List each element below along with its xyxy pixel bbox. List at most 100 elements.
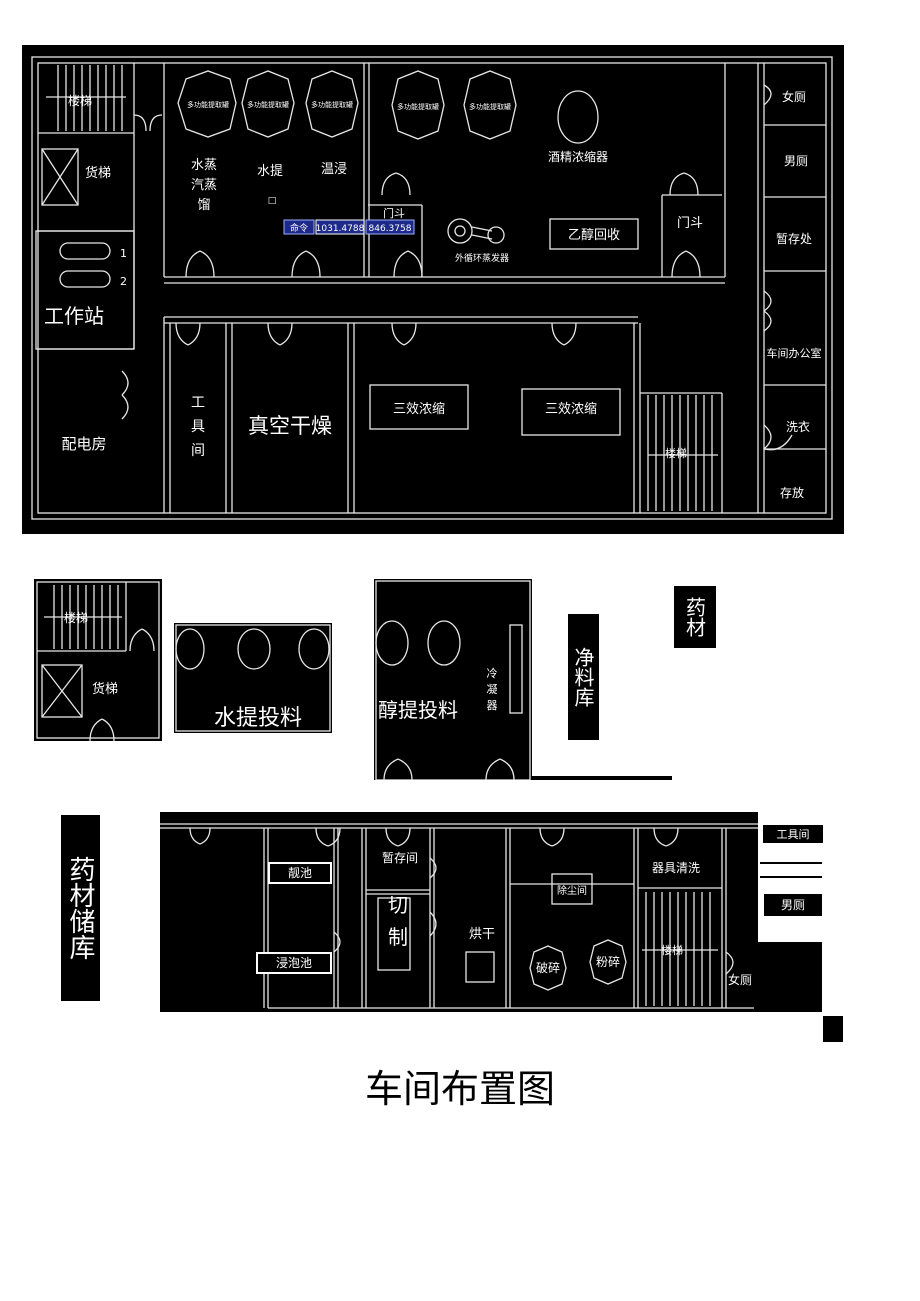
door-bucket-left-label: 门斗 — [383, 206, 405, 220]
door-arc — [291, 250, 321, 278]
crush-label: 破碎 — [536, 960, 560, 975]
frame — [375, 580, 531, 780]
feed-vessel — [237, 628, 271, 670]
top-plan-background — [22, 45, 844, 534]
crusher — [529, 945, 567, 991]
alcohol-feed-fragment: 醇提投料 冷 凝 器 — [375, 580, 531, 780]
multi-tank-label-5: 多功能提取罐 — [469, 102, 511, 111]
door-arc — [175, 322, 201, 346]
door-arc — [763, 84, 772, 106]
door-arc — [429, 911, 437, 937]
cad-x-input[interactable] — [315, 219, 365, 235]
workstation-number-1: 1 — [120, 247, 127, 260]
door-arc — [185, 250, 215, 278]
door-arc — [429, 857, 437, 879]
multi-extraction-tank-1 — [177, 70, 237, 138]
door-arc — [189, 827, 211, 845]
ethanol-recovery-label: 乙醇回收 — [568, 227, 620, 243]
herb-storage-label: 药材储库 — [61, 815, 100, 1001]
frame — [175, 624, 331, 732]
corridor-strip — [532, 776, 672, 780]
clean-material-store-label: 净料库 — [568, 614, 599, 740]
door-arc — [551, 322, 577, 346]
steam-distill-label-2: 汽蒸 — [191, 178, 217, 193]
door-arc — [725, 951, 734, 975]
utensil-wash-label: 器具清洗 — [652, 861, 700, 875]
door-arc — [333, 931, 341, 953]
temp-storage-label: 暂存处 — [776, 232, 812, 246]
multi-tank-label-2: 多功能提取罐 — [247, 100, 289, 109]
door-arc — [393, 250, 423, 278]
stair-lift-fragment-bg — [34, 579, 162, 741]
door-arc — [381, 172, 411, 196]
door-arc — [763, 290, 772, 332]
soak-pool-label: 浸泡池 — [275, 956, 312, 970]
small-black-block — [823, 1016, 843, 1042]
stair-hatch — [46, 65, 126, 131]
multi-extraction-tank-2 — [241, 70, 295, 138]
water-feed-fragment: 水提投料 — [175, 624, 331, 732]
door-arc — [267, 322, 293, 346]
door-arc — [383, 758, 413, 780]
vacuum-dry-label: 真空干燥 — [248, 414, 332, 438]
door-arc — [121, 370, 129, 420]
wash-pool-label: 靓池 — [287, 866, 312, 880]
door-arc — [129, 628, 155, 652]
dryer-box — [465, 951, 495, 983]
triple-effect-box-2 — [521, 388, 621, 436]
figure-caption: 车间布置图 — [364, 1067, 555, 1111]
evaporator-pipe — [471, 234, 493, 240]
mill-label: 粉碎 — [596, 954, 620, 969]
freight-lift-label: 货梯 — [85, 165, 111, 181]
stair-label: 楼梯 — [68, 93, 92, 108]
door-arc — [763, 424, 793, 451]
steam-distill-label-1: 水蒸 — [191, 158, 217, 173]
outer-wall-inner — [37, 62, 827, 514]
stair-right-label: 楼梯 — [665, 446, 687, 460]
evaporator-shape — [454, 225, 466, 237]
lift-cross — [41, 664, 83, 718]
stair-lift-fragment: 楼梯 货梯 — [36, 581, 160, 741]
door-arc — [669, 172, 699, 196]
storage-label: 存放 — [780, 485, 804, 500]
freight-lift-label: 货梯 — [92, 681, 118, 697]
water-extract-label: 水提 — [257, 163, 283, 179]
stair-hatch-bottom — [642, 892, 718, 1006]
women-wc-label: 女厕 — [782, 89, 806, 104]
multi-tank-label-1: 多功能提取罐 — [187, 100, 229, 109]
stair-hatch-right — [647, 395, 718, 511]
evaporator-shape — [447, 218, 473, 244]
alcohol-feed-fragment-bg — [374, 579, 532, 780]
door-arc — [89, 718, 115, 741]
door-arc — [315, 827, 341, 847]
cad-y-input[interactable] — [365, 219, 415, 235]
women-wc-block — [758, 942, 822, 1012]
water-extract-mark: □ — [268, 196, 277, 206]
frame — [36, 581, 160, 739]
men-wc-label: 男厕 — [784, 154, 808, 168]
lift-cross — [41, 148, 79, 206]
evaporator-pipe — [471, 226, 493, 232]
cad-command-label-box — [283, 219, 315, 235]
freight-lift-box — [41, 148, 79, 206]
multi-extraction-tank-5 — [463, 70, 517, 140]
cut-label-1: 切 — [388, 893, 408, 917]
laundry-label: 洗衣 — [786, 419, 810, 434]
corridor-lines — [760, 862, 822, 878]
alcohol-concentrator-vessel — [557, 90, 599, 144]
workstation-tank-2 — [59, 270, 111, 288]
cut-label-2: 制 — [388, 925, 408, 949]
top-floor-plan: 楼梯 货梯 1 2 工作站 配电房 多功能提取罐 多功能提取罐 多功能提取罐 多… — [31, 56, 833, 520]
workstation-room — [35, 230, 135, 350]
door-arc — [653, 827, 679, 847]
tool-room-label-3: 间 — [191, 443, 205, 459]
triple-effect-label-2: 三效浓缩 — [545, 401, 597, 417]
condenser-label-1: 冷 — [487, 667, 498, 680]
door-bucket-right-label: 门斗 — [677, 216, 703, 231]
stair-label: 楼梯 — [64, 610, 88, 625]
cad-command-label: 命令 — [290, 222, 308, 234]
condenser-label-3: 器 — [487, 699, 498, 712]
workshop-office-label: 车间办公室 — [767, 346, 822, 360]
dust-room-label: 除尘间 — [557, 884, 587, 897]
feed-vessel — [175, 628, 205, 670]
